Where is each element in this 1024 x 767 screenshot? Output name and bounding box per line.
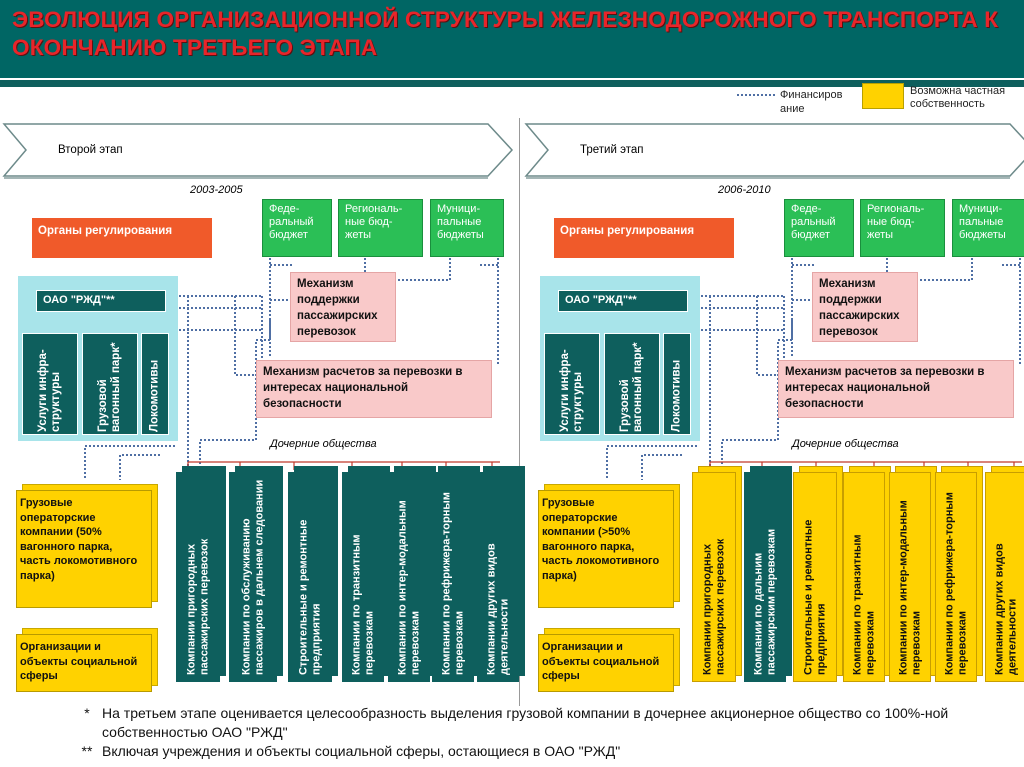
budget-box: Муници-пальные бюджеты: [952, 199, 1024, 257]
footnote-text: На третьем этапе оценивается целесообраз…: [102, 705, 949, 740]
company-label: Компании по обслуживанию пассажиров в да…: [240, 479, 266, 675]
rzd-unit: Услуги инфра-структуры: [22, 333, 78, 435]
mechanism-security-box: Механизм расчетов за перевозки в интерес…: [256, 360, 492, 418]
footnote: * На третьем этапе оценивается целесообр…: [72, 704, 1012, 742]
stage-period: 2006-2010: [718, 184, 771, 196]
company-column: Компании пригородных пассажирских перево…: [692, 472, 736, 682]
company-label: Компании пригородных пассажирских перево…: [701, 538, 727, 675]
stage-arrow-shape: [524, 123, 1024, 177]
operators-text: Грузовые операторские компании (>50% ваг…: [542, 497, 660, 582]
company-column: Компании по транзитным перевозкам: [342, 472, 384, 682]
stage-divider: [519, 118, 520, 706]
company-label: Компании других видов деятельности: [993, 543, 1019, 675]
stage-label: Второй этап: [58, 144, 123, 156]
footnotes: * На третьем этапе оценивается целесообр…: [72, 704, 1012, 761]
company-label: Компании других видов деятельности: [485, 543, 511, 675]
footnote-mark: *: [84, 705, 90, 721]
legend-private-swatch: [862, 83, 904, 109]
company-column: Компании по транзитным перевозкам: [843, 472, 885, 682]
rzd-unit: Грузовой вагонный парк*: [604, 333, 660, 435]
legend-private-label: Возможна частная собственность: [910, 85, 1006, 110]
company-column: Компании по дальним пассажирским перевоз…: [744, 472, 786, 682]
rzd-unit-label: Грузовой вагонный парк*: [97, 342, 122, 432]
company-column: Строительные и ремонтные предприятия: [793, 472, 837, 682]
subsidiaries-label: Дочерние общества: [270, 438, 377, 450]
operators-box: [16, 490, 152, 608]
company-label: Компании по интер-модальным перевозкам: [396, 500, 422, 675]
stage-period: 2003-2005: [190, 184, 243, 196]
social-box: [16, 634, 152, 692]
financing-connector: [756, 296, 777, 376]
social-box: [538, 634, 674, 692]
rzd-unit-label: Локомотивы: [670, 359, 683, 432]
financing-connector: [234, 296, 255, 376]
rzd-unit: Грузовой вагонный парк*: [82, 333, 138, 435]
financing-connector: [606, 445, 697, 480]
company-column: Компании пригородных пассажирских перево…: [176, 472, 220, 682]
stage-label: Третий этап: [580, 144, 644, 156]
footnote-text: Включая учреждения и объекты социальной …: [102, 743, 621, 759]
rzd-label: ОАО "РЖД"**: [36, 290, 166, 312]
footnote: ** Включая учреждения и объекты социальн…: [72, 742, 1012, 761]
budget-box: Феде-ральный бюджет: [262, 199, 332, 257]
company-label: Компании по дальним пассажирским перевоз…: [752, 528, 778, 675]
rzd-label: ОАО "РЖД"**: [558, 290, 688, 312]
company-label: Строительные и ремонтные предприятия: [297, 519, 323, 675]
company-column: Компании по рефрижера-торным перевозкам: [432, 472, 474, 682]
budget-box: Феде-ральный бюджет: [784, 199, 854, 257]
stage-arrow-shape: [2, 123, 514, 177]
social-text: Организации и объекты социальной сферы: [20, 641, 138, 682]
financing-connector: [84, 445, 175, 480]
company-label: Компании по рефрижера-торным перевозкам: [440, 492, 466, 675]
page-title: ЭВОЛЮЦИЯ ОРГАНИЗАЦИОННОЙ СТРУКТУРЫ ЖЕЛЕЗ…: [12, 7, 999, 60]
legend-financing-label: Финансиров ание: [780, 89, 843, 115]
footnote-mark: **: [81, 743, 93, 759]
company-column: Строительные и ремонтные предприятия: [288, 472, 332, 682]
mechanism-passenger-box: Механизм поддержки пассажирских перевозо…: [290, 272, 396, 342]
mechanism-security-box: Механизм расчетов за перевозки в интерес…: [778, 360, 1014, 418]
company-label: Компании по транзитным перевозкам: [851, 534, 877, 676]
rzd-unit-label: Локомотивы: [148, 359, 161, 432]
rzd-unit: Услуги инфра-структуры: [544, 333, 600, 435]
company-label: Компании пригородных пассажирских перево…: [185, 538, 211, 675]
financing-connector: [641, 454, 682, 480]
budget-box: Муници-пальные бюджеты: [430, 199, 504, 257]
company-column: Компании по рефрижера-торным перевозкам: [935, 472, 977, 682]
company-label: Строительные и ремонтные предприятия: [802, 519, 828, 675]
regulators-box: Органы регулирования: [554, 218, 734, 258]
company-column: Компании по интер-модальным перевозкам: [388, 472, 430, 682]
company-column: Компании других видов деятельности: [477, 472, 519, 682]
company-label: Компании по интер-модальным перевозкам: [897, 500, 923, 675]
header-bar: ЭВОЛЮЦИЯ ОРГАНИЗАЦИОННОЙ СТРУКТУРЫ ЖЕЛЕЗ…: [0, 0, 1024, 78]
rzd-unit-label: Услуги инфра-структуры: [37, 349, 62, 432]
stage-connectors: [524, 123, 1024, 480]
operators-text: Грузовые операторские компании (50% ваго…: [20, 497, 138, 582]
social-text: Организации и объекты социальной сферы: [542, 641, 660, 682]
company-column: Компании других видов деятельности: [985, 472, 1024, 682]
budget-box: Региональ-ные бюд-жеты: [338, 199, 423, 257]
financing-connector: [119, 454, 160, 480]
regulators-box: Органы регулирования: [32, 218, 212, 258]
rzd-unit: Локомотивы: [141, 333, 169, 435]
budget-box: Региональ-ные бюд-жеты: [860, 199, 945, 257]
company-column: Компании по интер-модальным перевозкам: [889, 472, 931, 682]
subsidiaries-label: Дочерние общества: [792, 438, 899, 450]
financing-connector: [919, 258, 973, 281]
rzd-unit-label: Грузовой вагонный парк*: [619, 342, 644, 432]
mechanism-passenger-box: Механизм поддержки пассажирских перевозо…: [812, 272, 918, 342]
operators-box: [538, 490, 674, 608]
company-column: Компании по обслуживанию пассажиров в да…: [229, 472, 277, 682]
company-label: Компании по рефрижера-торным перевозкам: [943, 492, 969, 675]
stage-connectors: [2, 123, 514, 480]
financing-connector: [397, 258, 451, 281]
legend-financing-line: [737, 94, 775, 96]
header-band: [0, 80, 1024, 87]
company-label: Компании по транзитным перевозкам: [350, 534, 376, 676]
rzd-unit-label: Услуги инфра-структуры: [559, 349, 584, 432]
rzd-unit: Локомотивы: [663, 333, 691, 435]
